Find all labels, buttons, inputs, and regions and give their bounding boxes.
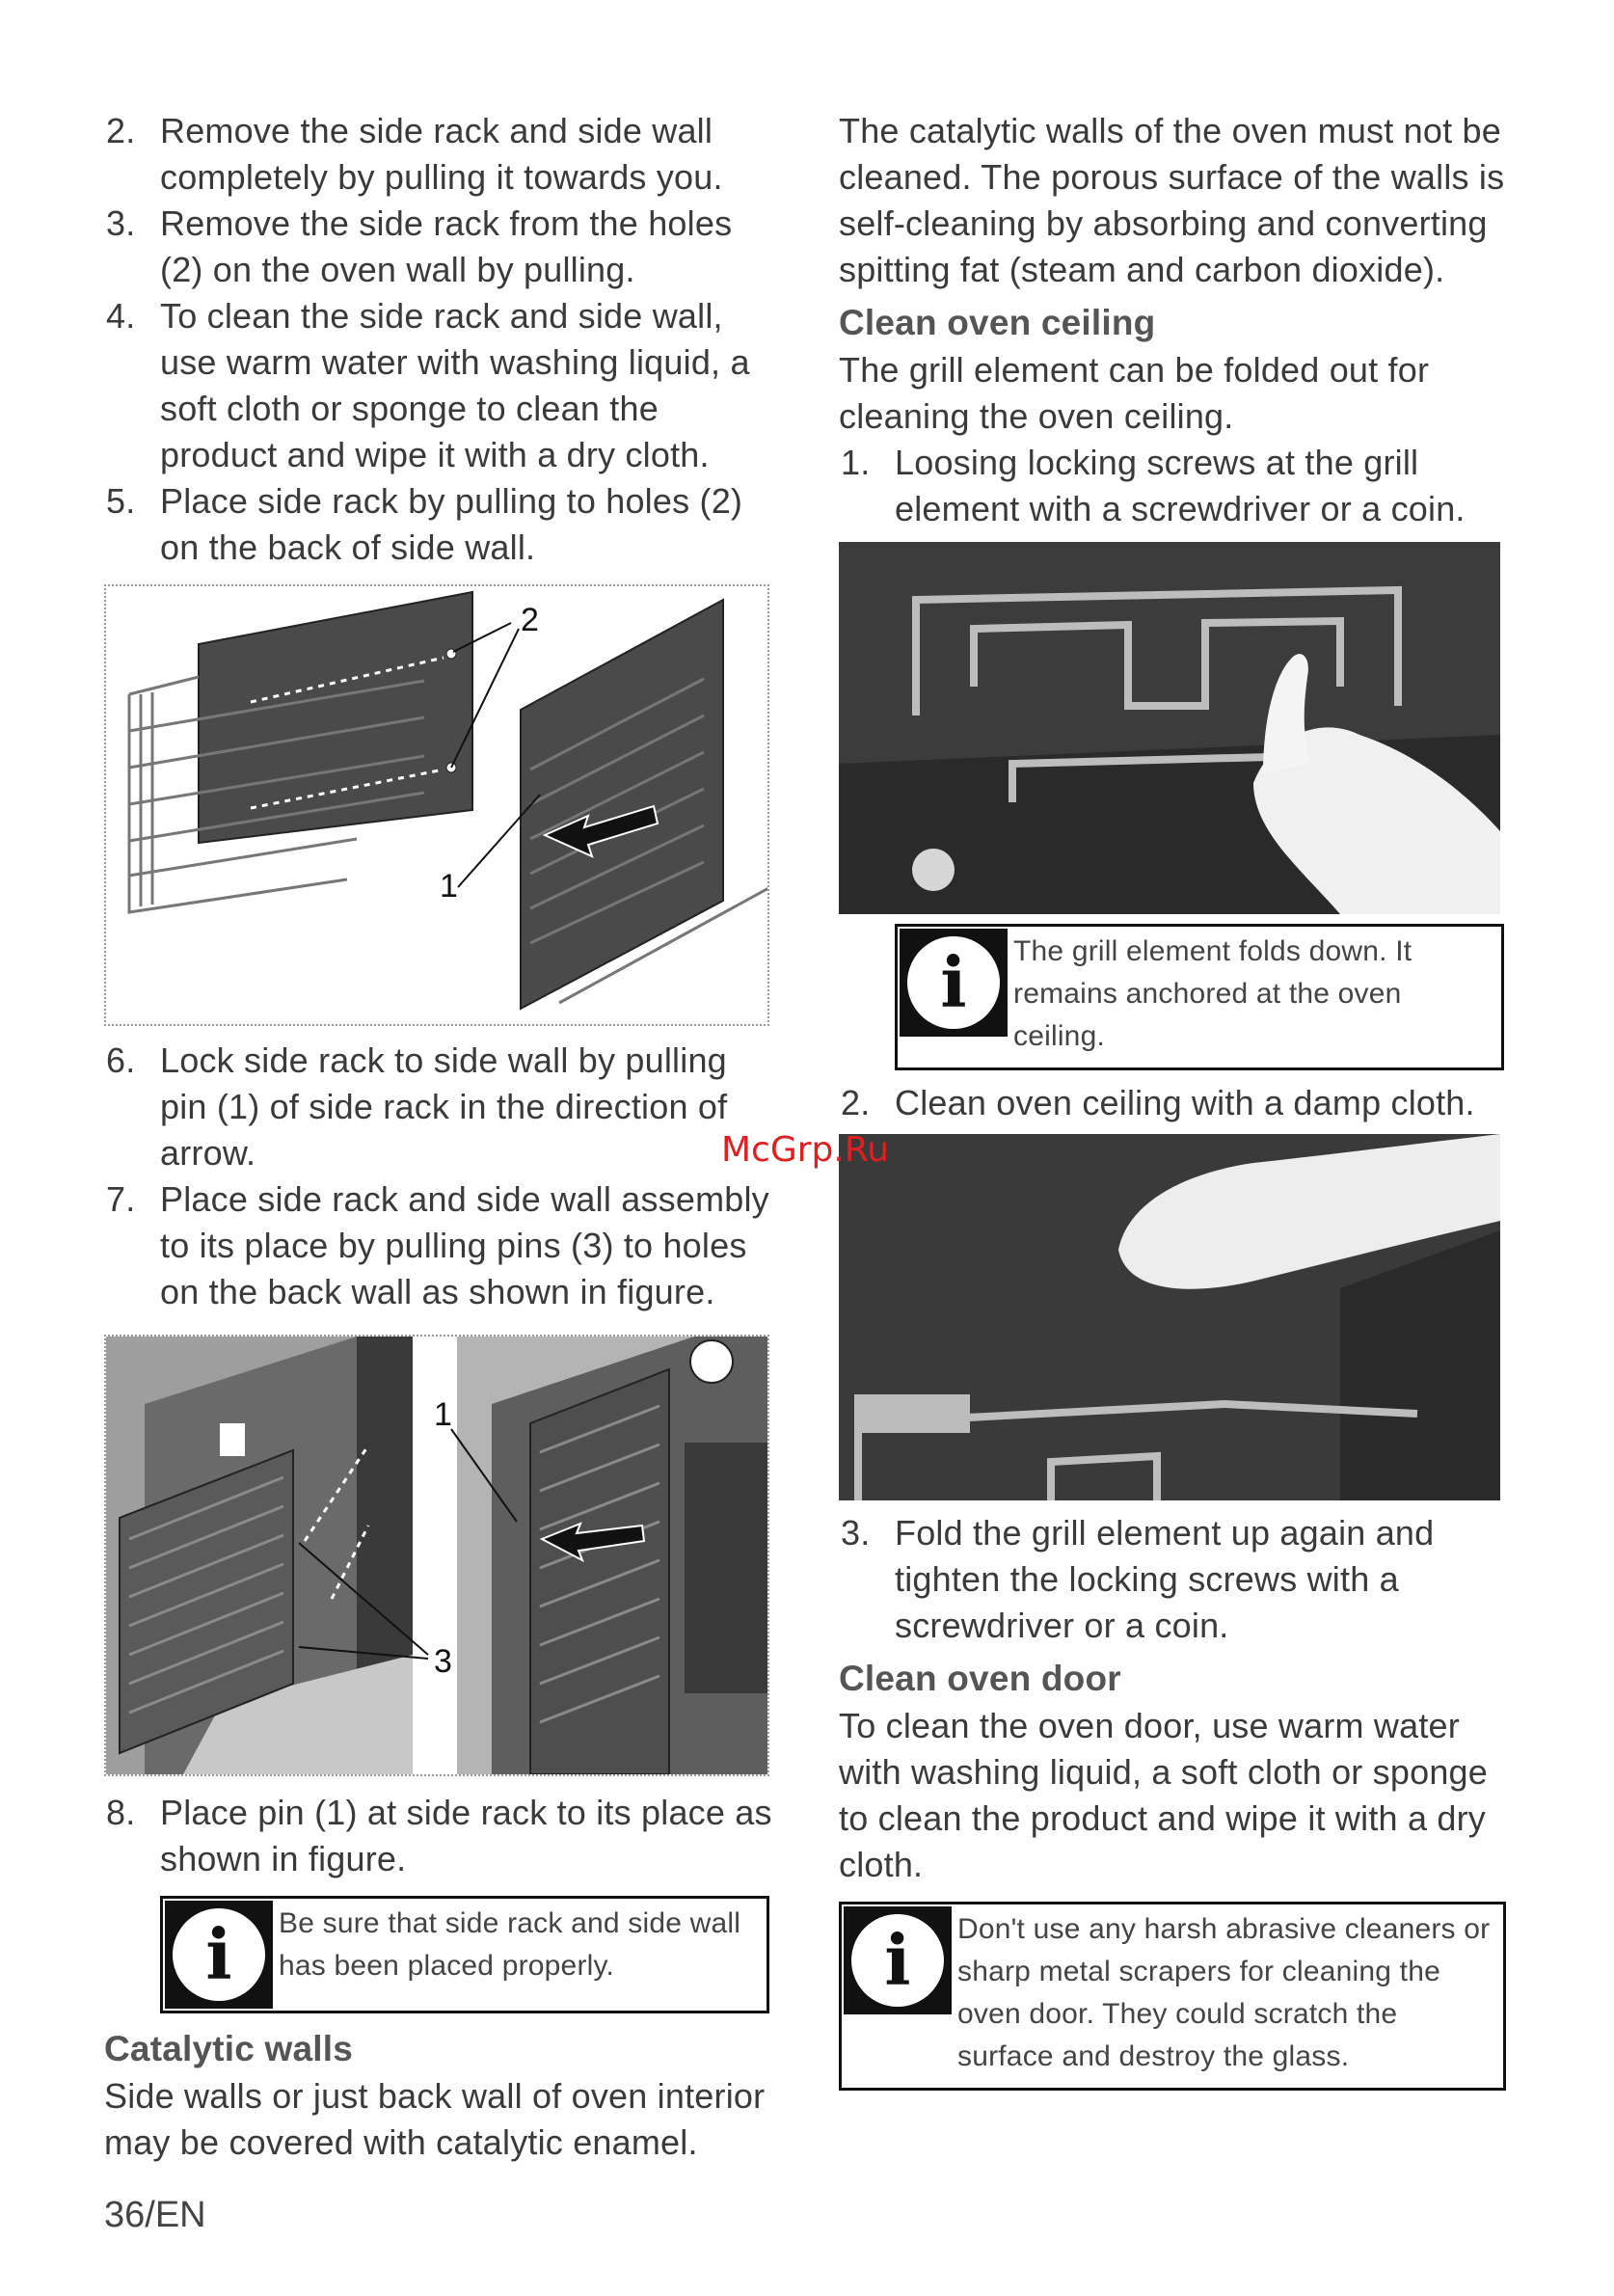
heading-clean-oven-door: Clean oven door	[839, 1659, 1121, 1698]
steps-list-a: 2.Remove the side rack and side wall com…	[104, 108, 779, 571]
left-column: 2.Remove the side rack and side wall com…	[104, 108, 782, 2166]
info-note-text: Be sure that side rack and side wall has…	[279, 1907, 741, 1982]
watermark: McGrp.Ru	[721, 1130, 890, 1170]
figure2-label-1: 1	[434, 1396, 452, 1433]
side-rack-illustration: 2 1	[127, 590, 782, 1011]
ceiling-text: The grill element can be folded out for …	[839, 350, 1430, 436]
heading-catalytic-walls: Catalytic walls	[104, 2029, 354, 2068]
info-note-text: The grill element folds down. It remains…	[1013, 935, 1412, 1052]
clean-ceiling-image	[839, 1134, 1500, 1500]
figure2-label-3: 3	[434, 1643, 452, 1680]
catalytic-intro: The catalytic walls of the oven must not…	[839, 111, 1505, 289]
photo-clean-ceiling	[839, 1134, 1500, 1500]
steps-list-c: 8.Place pin (1) at side rack to its plac…	[104, 1790, 779, 1882]
photo-loosen-screws	[839, 542, 1500, 914]
info-note-placement: i Be sure that side rack and side wall h…	[160, 1896, 769, 2013]
grill-screws-image	[839, 542, 1500, 914]
ceiling-step-3: 3.Fold the grill element up again and ti…	[841, 1513, 1435, 1645]
info-icon: i	[900, 929, 1008, 1037]
catalytic-walls-text: Side walls or just back wall of oven int…	[104, 2076, 766, 2162]
step-2: 2.Remove the side rack and side wall com…	[106, 111, 723, 197]
info-note-door: i Don't use any harsh abrasive cleaners …	[839, 1902, 1506, 2091]
info-icon: i	[844, 1906, 952, 2014]
page-number: 36/EN	[104, 2195, 206, 2235]
figure-assembly-placement: 3 1	[104, 1335, 769, 1776]
step-5: 5.Place side rack by pulling to holes (2…	[106, 481, 743, 567]
step-8: 8.Place pin (1) at side rack to its plac…	[106, 1793, 772, 1878]
assembly-illustration: 3 1	[106, 1337, 767, 1775]
steps-list-b: 6.Lock side rack to side wall by pulling…	[104, 1038, 779, 1315]
ceiling-step-1: 1.Loosing locking screws at the grill el…	[841, 443, 1466, 528]
info-note-text: Don't use any harsh abrasive cleaners or…	[957, 1913, 1491, 2072]
figure-side-rack-removal: 2 1	[104, 584, 782, 1026]
info-icon: i	[165, 1901, 273, 2009]
figure1-label-1: 1	[440, 868, 458, 905]
heading-clean-oven-ceiling: Clean oven ceiling	[839, 303, 1156, 342]
step-6: 6.Lock side rack to side wall by pulling…	[106, 1040, 728, 1173]
info-note-grill-folds: i The grill element folds down. It remai…	[895, 924, 1504, 1070]
right-column: The catalytic walls of the oven must not…	[839, 108, 1520, 2091]
door-text: To clean the oven door, use warm water w…	[839, 1706, 1488, 1884]
figure1-label-2: 2	[521, 602, 539, 638]
ceiling-step-2: 2.Clean oven ceiling with a damp cloth.	[841, 1083, 1475, 1122]
step-4: 4.To clean the side rack and side wall, …	[106, 296, 750, 474]
step-3: 3.Remove the side rack from the holes (2…	[106, 203, 733, 289]
step-7: 7.Place side rack and side wall assembly…	[106, 1179, 769, 1311]
